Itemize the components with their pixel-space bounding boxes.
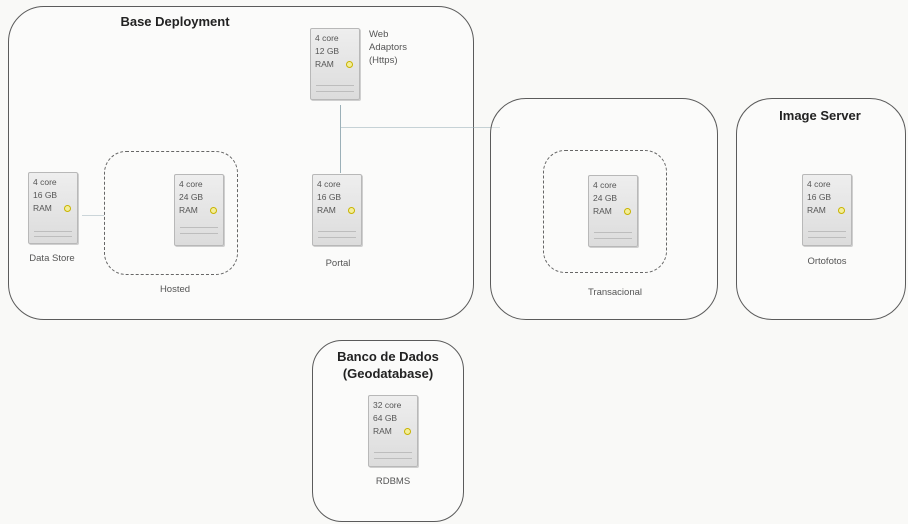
- server-slot: [594, 238, 632, 239]
- server-slot: [808, 237, 846, 238]
- rdbms-label: RDBMS: [375, 476, 411, 487]
- power-led-icon: [346, 61, 353, 68]
- power-led-icon: [404, 428, 411, 435]
- server-spec: 4 core 16 GB RAM: [317, 179, 342, 215]
- power-led-icon: [624, 208, 631, 215]
- banco-de-dados-title: Banco de Dados (Geodatabase): [318, 348, 458, 382]
- web-adaptors-label: Web Adaptors (Https): [369, 29, 408, 66]
- server-spec: 4 core 12 GB RAM: [315, 33, 340, 69]
- server-spec: 32 core 64 GB RAM: [373, 400, 402, 436]
- banco-de-dados-title-line2: (Geodatabase): [342, 366, 434, 381]
- server-spec: 4 core 24 GB RAM: [179, 179, 204, 215]
- hosted-label: Hosted: [159, 284, 191, 295]
- server-slot: [318, 231, 356, 232]
- server-slot: [374, 452, 412, 453]
- data-store-label: Data Store: [29, 253, 75, 264]
- server-slot: [374, 458, 412, 459]
- server-slot: [34, 231, 72, 232]
- server-spec: 4 core 16 GB RAM: [807, 179, 832, 215]
- power-led-icon: [838, 207, 845, 214]
- server-slot: [594, 232, 632, 233]
- power-led-icon: [210, 207, 217, 214]
- server-rdbms: 32 core 64 GB RAM: [368, 395, 418, 467]
- base-deployment-group: [8, 6, 474, 320]
- server-ortofotos: 4 core 16 GB RAM: [802, 174, 852, 246]
- power-led-icon: [348, 207, 355, 214]
- image-server-title: Image Server: [779, 108, 861, 123]
- portal-transacional-connector: [340, 127, 500, 128]
- transacional-subgroup: [543, 150, 667, 273]
- server-spec: 4 core 24 GB RAM: [593, 180, 618, 216]
- power-led-icon: [64, 205, 71, 212]
- transacional-label: Transacional: [587, 287, 643, 298]
- portal-label: Portal: [325, 258, 351, 269]
- server-slot: [316, 85, 354, 86]
- server-data-store: 4 core 16 GB RAM: [28, 172, 78, 244]
- webadaptor-portal-connector: [340, 105, 341, 173]
- banco-de-dados-title-line1: Banco de Dados: [337, 349, 439, 364]
- server-slot: [34, 236, 72, 237]
- server-hosted: 4 core 24 GB RAM: [174, 174, 224, 246]
- server-web-adaptors: 4 core 12 GB RAM: [310, 28, 360, 100]
- server-slot: [808, 231, 846, 232]
- server-slot: [180, 227, 218, 228]
- server-slot: [318, 237, 356, 238]
- hosted-subgroup: [104, 151, 238, 275]
- ortofotos-label: Ortofotos: [807, 256, 847, 267]
- server-transacional: 4 core 24 GB RAM: [588, 175, 638, 247]
- server-slot: [180, 233, 218, 234]
- server-portal: 4 core 16 GB RAM: [312, 174, 362, 246]
- server-spec: 4 core 16 GB RAM: [33, 177, 58, 213]
- base-deployment-title: Base Deployment: [120, 14, 230, 29]
- server-slot: [316, 91, 354, 92]
- datastore-connector: [82, 215, 104, 216]
